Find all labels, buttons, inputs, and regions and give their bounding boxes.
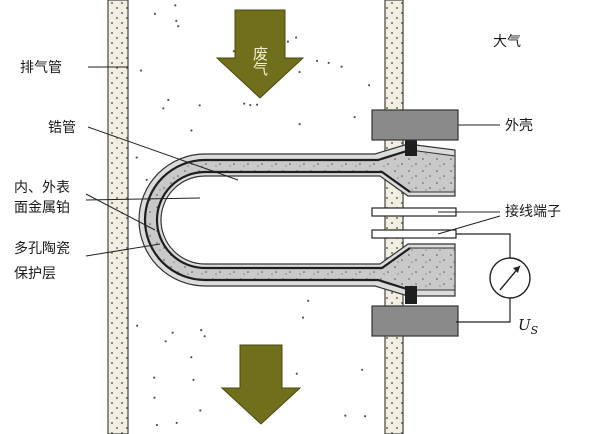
terminal-strip-lower [371,229,457,239]
particle-dot [327,61,330,64]
particle-dot [199,409,202,412]
particle-dot [307,299,310,302]
particle-dot [164,340,167,343]
atmosphere-label: 大气 [493,34,521,50]
particle-dot [361,368,364,371]
exhaust-arrow-top [215,9,305,99]
particle-dot [243,102,246,105]
particle-dot [298,123,301,126]
particle-dot [203,335,206,338]
voltage-label: US [518,316,539,337]
particle-dot [135,156,138,159]
particle-dot [301,316,305,319]
terminal-label: 接线端子 [505,203,561,220]
particle-dot [315,59,319,63]
particle-dot [364,415,367,418]
leader-lines [85,66,501,257]
exhaust-pipe-wall-left [107,0,129,434]
particle-dot [190,356,193,359]
particle-dot [340,65,343,68]
particle-dot [162,107,165,110]
particle-dot [344,414,347,417]
voltmeter-icon [489,257,531,299]
porous-layer-label-line1: 多孔陶瓷 [14,240,70,257]
particle-dot [153,12,157,15]
particle-dot [175,421,178,424]
particle-dot [298,70,301,74]
seal-band-bottom [405,286,417,304]
particle-dot [136,324,139,327]
particle-dot [249,104,252,107]
porous-layer-label-line2: 保护层 [14,266,56,282]
housing-top [371,109,459,141]
particle-dot [192,378,195,381]
housing-bottom [371,305,459,337]
particle-dot [145,178,148,181]
particle-dot [232,50,235,53]
particle-dot [295,36,298,39]
exhaust-gas-label: 废气 [251,46,269,76]
particle-dot [198,104,201,107]
zirconia-tube-label: 锆管 [48,120,76,136]
inner-platinum-electrode [155,170,411,270]
particle-dot [368,84,371,87]
particle-dot [155,423,158,427]
exhaust-arrow-bottom [220,344,302,425]
particle-dot [175,19,178,22]
exhaust-pipe-label: 排气管 [20,60,62,76]
circuit-wire [456,233,511,323]
particle-dot [174,4,177,7]
particle-dot [295,372,298,375]
particle-dot [139,69,143,72]
housing-label: 外壳 [505,117,533,134]
outer-platinum-electrode [143,148,411,292]
particle-dot [256,103,259,106]
particle-dot [177,25,180,28]
metal-foil-label-line2: 面金属铂 [14,200,70,216]
particle-dot [153,396,156,399]
particle-dot [171,331,174,334]
particle-dot [286,40,289,43]
particle-dot [167,98,170,101]
seal-band-top [405,138,417,156]
particle-dot [153,376,156,379]
exhaust-particles [135,4,371,427]
sensor-mount-wall [384,0,404,434]
metal-foil-label-line1: 内、外表 [14,180,70,196]
particle-dot [353,116,356,119]
particle-dot [190,129,193,132]
particle-dot [200,329,203,332]
